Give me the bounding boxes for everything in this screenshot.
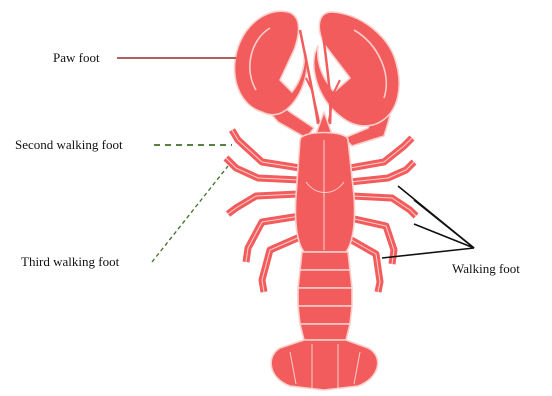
left-claw [235, 11, 308, 115]
right-leg-3 [352, 196, 416, 216]
paw-foot-label: Paw foot [53, 51, 100, 64]
third-walking-foot-leader [152, 166, 228, 262]
left-leg-3 [228, 194, 298, 214]
lobster-body [226, 11, 416, 390]
abdomen-seg-1 [300, 252, 350, 270]
walking-foot-label: Walking foot [452, 262, 520, 275]
abdomen-seg-5 [300, 324, 350, 340]
third-walking-foot-label: Third walking foot [21, 255, 119, 268]
right-leg-5 [348, 238, 380, 292]
abdomen-seg-2 [298, 270, 352, 288]
abdomen-seg-3 [298, 288, 352, 306]
second-walking-foot-label: Second walking foot [15, 138, 123, 151]
abdomen-seg-4 [298, 306, 352, 324]
tail-fan [271, 340, 378, 390]
